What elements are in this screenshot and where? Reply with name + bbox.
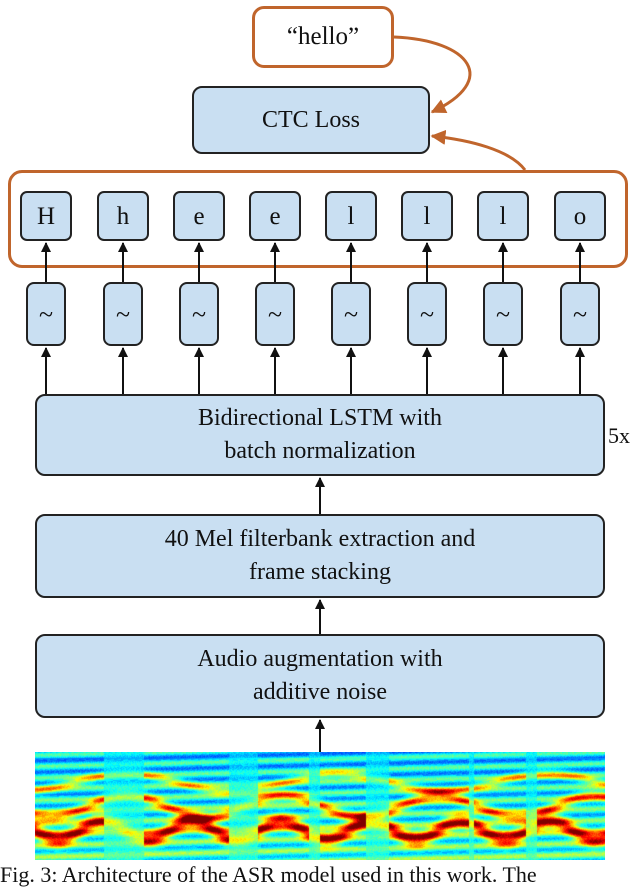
augmentation-label-line2: additive noise <box>253 679 387 705</box>
ctc-loss-box: CTC Loss <box>192 86 430 154</box>
output-char: e <box>269 202 281 230</box>
tilde-symbol: ~ <box>572 299 588 329</box>
output-sequence-group <box>8 170 628 268</box>
output-char-box: l <box>401 191 453 241</box>
output-char-box: o <box>554 191 606 241</box>
figure-caption: Fig. 3: Architecture of the ASR model us… <box>0 863 537 887</box>
output-char: l <box>347 202 355 230</box>
output-char: l <box>499 202 507 230</box>
augmentation-label-line1: Audio augmentation with <box>197 646 443 672</box>
output-char-box: H <box>20 191 72 241</box>
tilde-box: ~ <box>26 282 66 346</box>
bilstm-label-line1: Bidirectional LSTM with <box>198 405 442 431</box>
tilde-symbol: ~ <box>495 299 511 329</box>
output-char: o <box>573 202 587 230</box>
tilde-box: ~ <box>483 282 523 346</box>
audio-augmentation-block: Audio augmentation with additive noise <box>35 634 605 718</box>
target-text: “hello” <box>286 23 360 50</box>
tilde-box: ~ <box>331 282 371 346</box>
tilde-box: ~ <box>103 282 143 346</box>
tilde-symbol: ~ <box>38 299 54 329</box>
spectrogram-image <box>35 752 605 860</box>
tilde-box: ~ <box>560 282 600 346</box>
tilde-symbol: ~ <box>419 299 435 329</box>
tilde-symbol: ~ <box>343 299 359 329</box>
tilde-box: ~ <box>407 282 447 346</box>
mel-label-line1: 40 Mel filterbank extraction and <box>164 526 476 552</box>
tilde-symbol: ~ <box>115 299 131 329</box>
output-char: l <box>423 202 431 230</box>
output-char: e <box>193 202 205 230</box>
output-char-box: l <box>477 191 529 241</box>
sequence-to-ctc-arrow <box>430 129 527 171</box>
output-char: H <box>36 202 56 230</box>
tilde-box: ~ <box>255 282 295 346</box>
output-char: h <box>116 202 130 230</box>
bilstm-label-line2: batch normalization <box>224 438 416 464</box>
tilde-symbol: ~ <box>267 299 283 329</box>
output-char-box: e <box>249 191 301 241</box>
tilde-symbol: ~ <box>191 299 207 329</box>
output-char-box: l <box>325 191 377 241</box>
repeat-label: 5x <box>608 423 630 448</box>
ctc-loss-label: CTC Loss <box>261 106 360 133</box>
output-char-box: h <box>97 191 149 241</box>
bilstm-block: Bidirectional LSTM with batch normalizat… <box>35 394 605 476</box>
mel-filterbank-block: 40 Mel filterbank extraction and frame s… <box>35 514 605 598</box>
target-text-box: “hello” <box>252 6 394 68</box>
mel-label-line2: frame stacking <box>249 559 391 585</box>
tilde-box: ~ <box>179 282 219 346</box>
output-char-box: e <box>173 191 225 241</box>
